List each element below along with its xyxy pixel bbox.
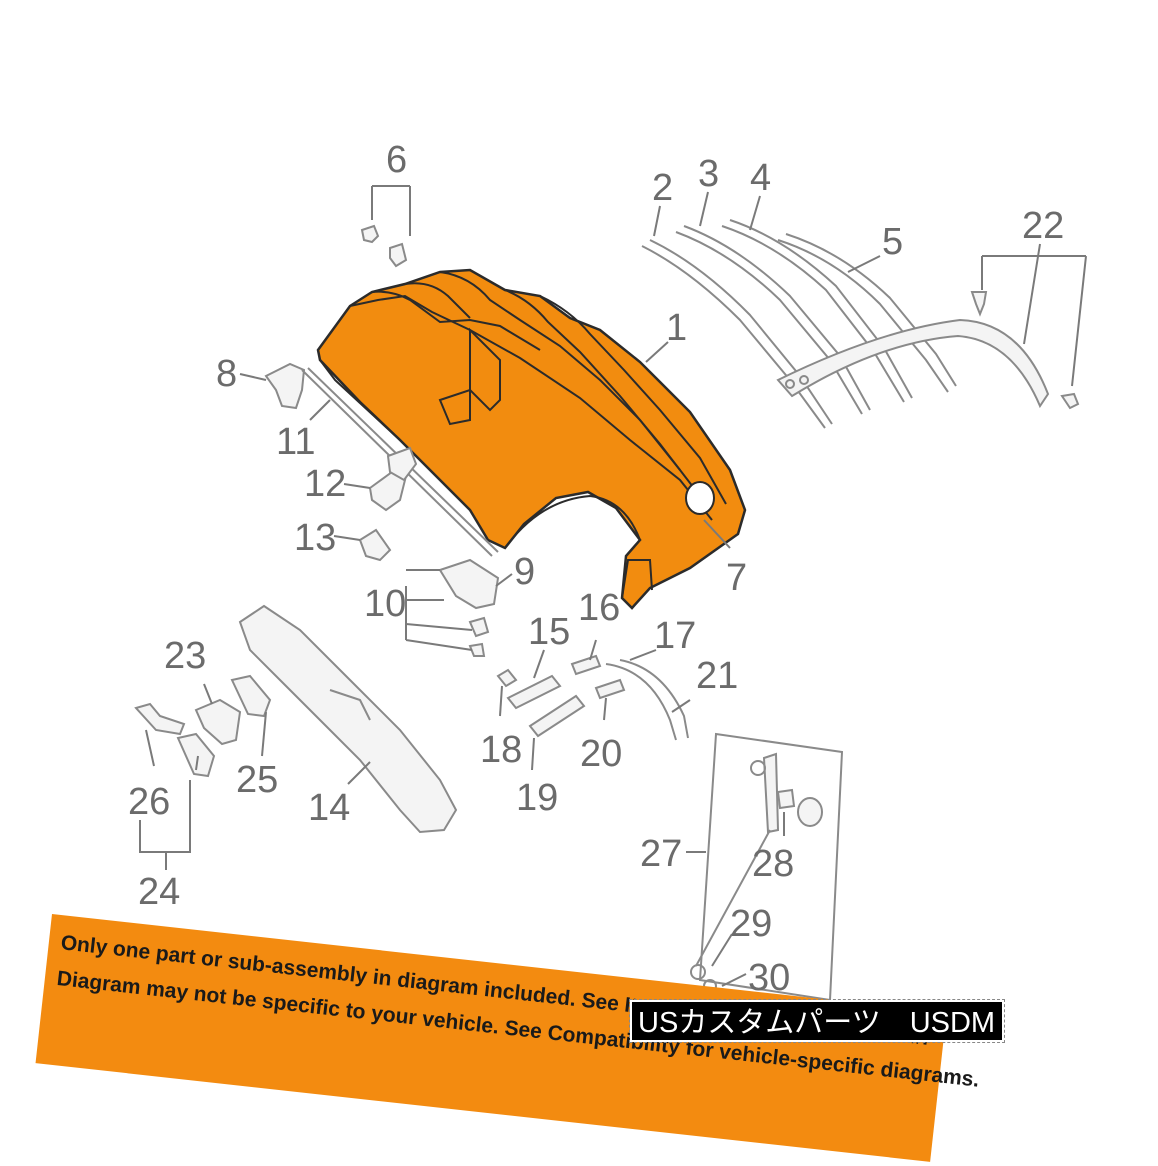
bracket-23-25-26 <box>134 674 272 778</box>
callout-29: 29 <box>730 903 772 945</box>
cross-bar-part <box>776 318 1050 409</box>
seals-15-21 <box>496 654 689 741</box>
callout-17: 17 <box>654 615 696 657</box>
callout-19: 19 <box>516 777 558 819</box>
callout-1: 1 <box>666 307 687 349</box>
fastener-22 <box>970 291 1080 410</box>
highlighted-shell-part <box>316 268 747 610</box>
callout-25: 25 <box>236 759 278 801</box>
callout-16: 16 <box>578 587 620 629</box>
callout-28: 28 <box>752 843 794 885</box>
callout-14: 14 <box>308 787 350 829</box>
callout-27: 27 <box>640 833 682 875</box>
bracket-8 <box>264 362 306 410</box>
fastener-6 <box>360 224 408 268</box>
callout-numbers: 6 2 3 4 5 22 1 8 11 12 13 7 9 10 23 15 1… <box>128 139 1064 999</box>
callout-2: 2 <box>652 167 673 209</box>
callout-11: 11 <box>276 421 315 463</box>
latch-12 <box>368 446 418 512</box>
callout-9: 9 <box>514 551 535 593</box>
callout-21: 21 <box>696 655 738 697</box>
roof-rails <box>641 219 957 429</box>
callout-18: 18 <box>480 729 522 771</box>
callout-10: 10 <box>364 583 406 625</box>
trim-14 <box>238 604 458 834</box>
callout-22: 22 <box>1022 205 1064 247</box>
callout-6: 6 <box>386 139 407 181</box>
callout-4: 4 <box>750 157 771 199</box>
callout-12: 12 <box>304 463 346 505</box>
callout-15: 15 <box>528 611 570 653</box>
callout-23: 23 <box>164 635 206 677</box>
strut-27-box <box>690 732 844 1002</box>
callout-20: 20 <box>580 733 622 775</box>
callout-26: 26 <box>128 781 170 823</box>
callout-24: 24 <box>138 871 180 913</box>
hinge-9-10 <box>438 558 500 657</box>
latch-13 <box>358 528 392 562</box>
leader-lines <box>139 185 1087 987</box>
shop-label: USカスタムパーツ USDM <box>629 999 1005 1043</box>
callout-7: 7 <box>726 557 747 599</box>
callout-5: 5 <box>882 221 903 263</box>
callout-3: 3 <box>698 153 719 195</box>
callout-8: 8 <box>216 353 237 395</box>
callout-13: 13 <box>294 517 336 559</box>
